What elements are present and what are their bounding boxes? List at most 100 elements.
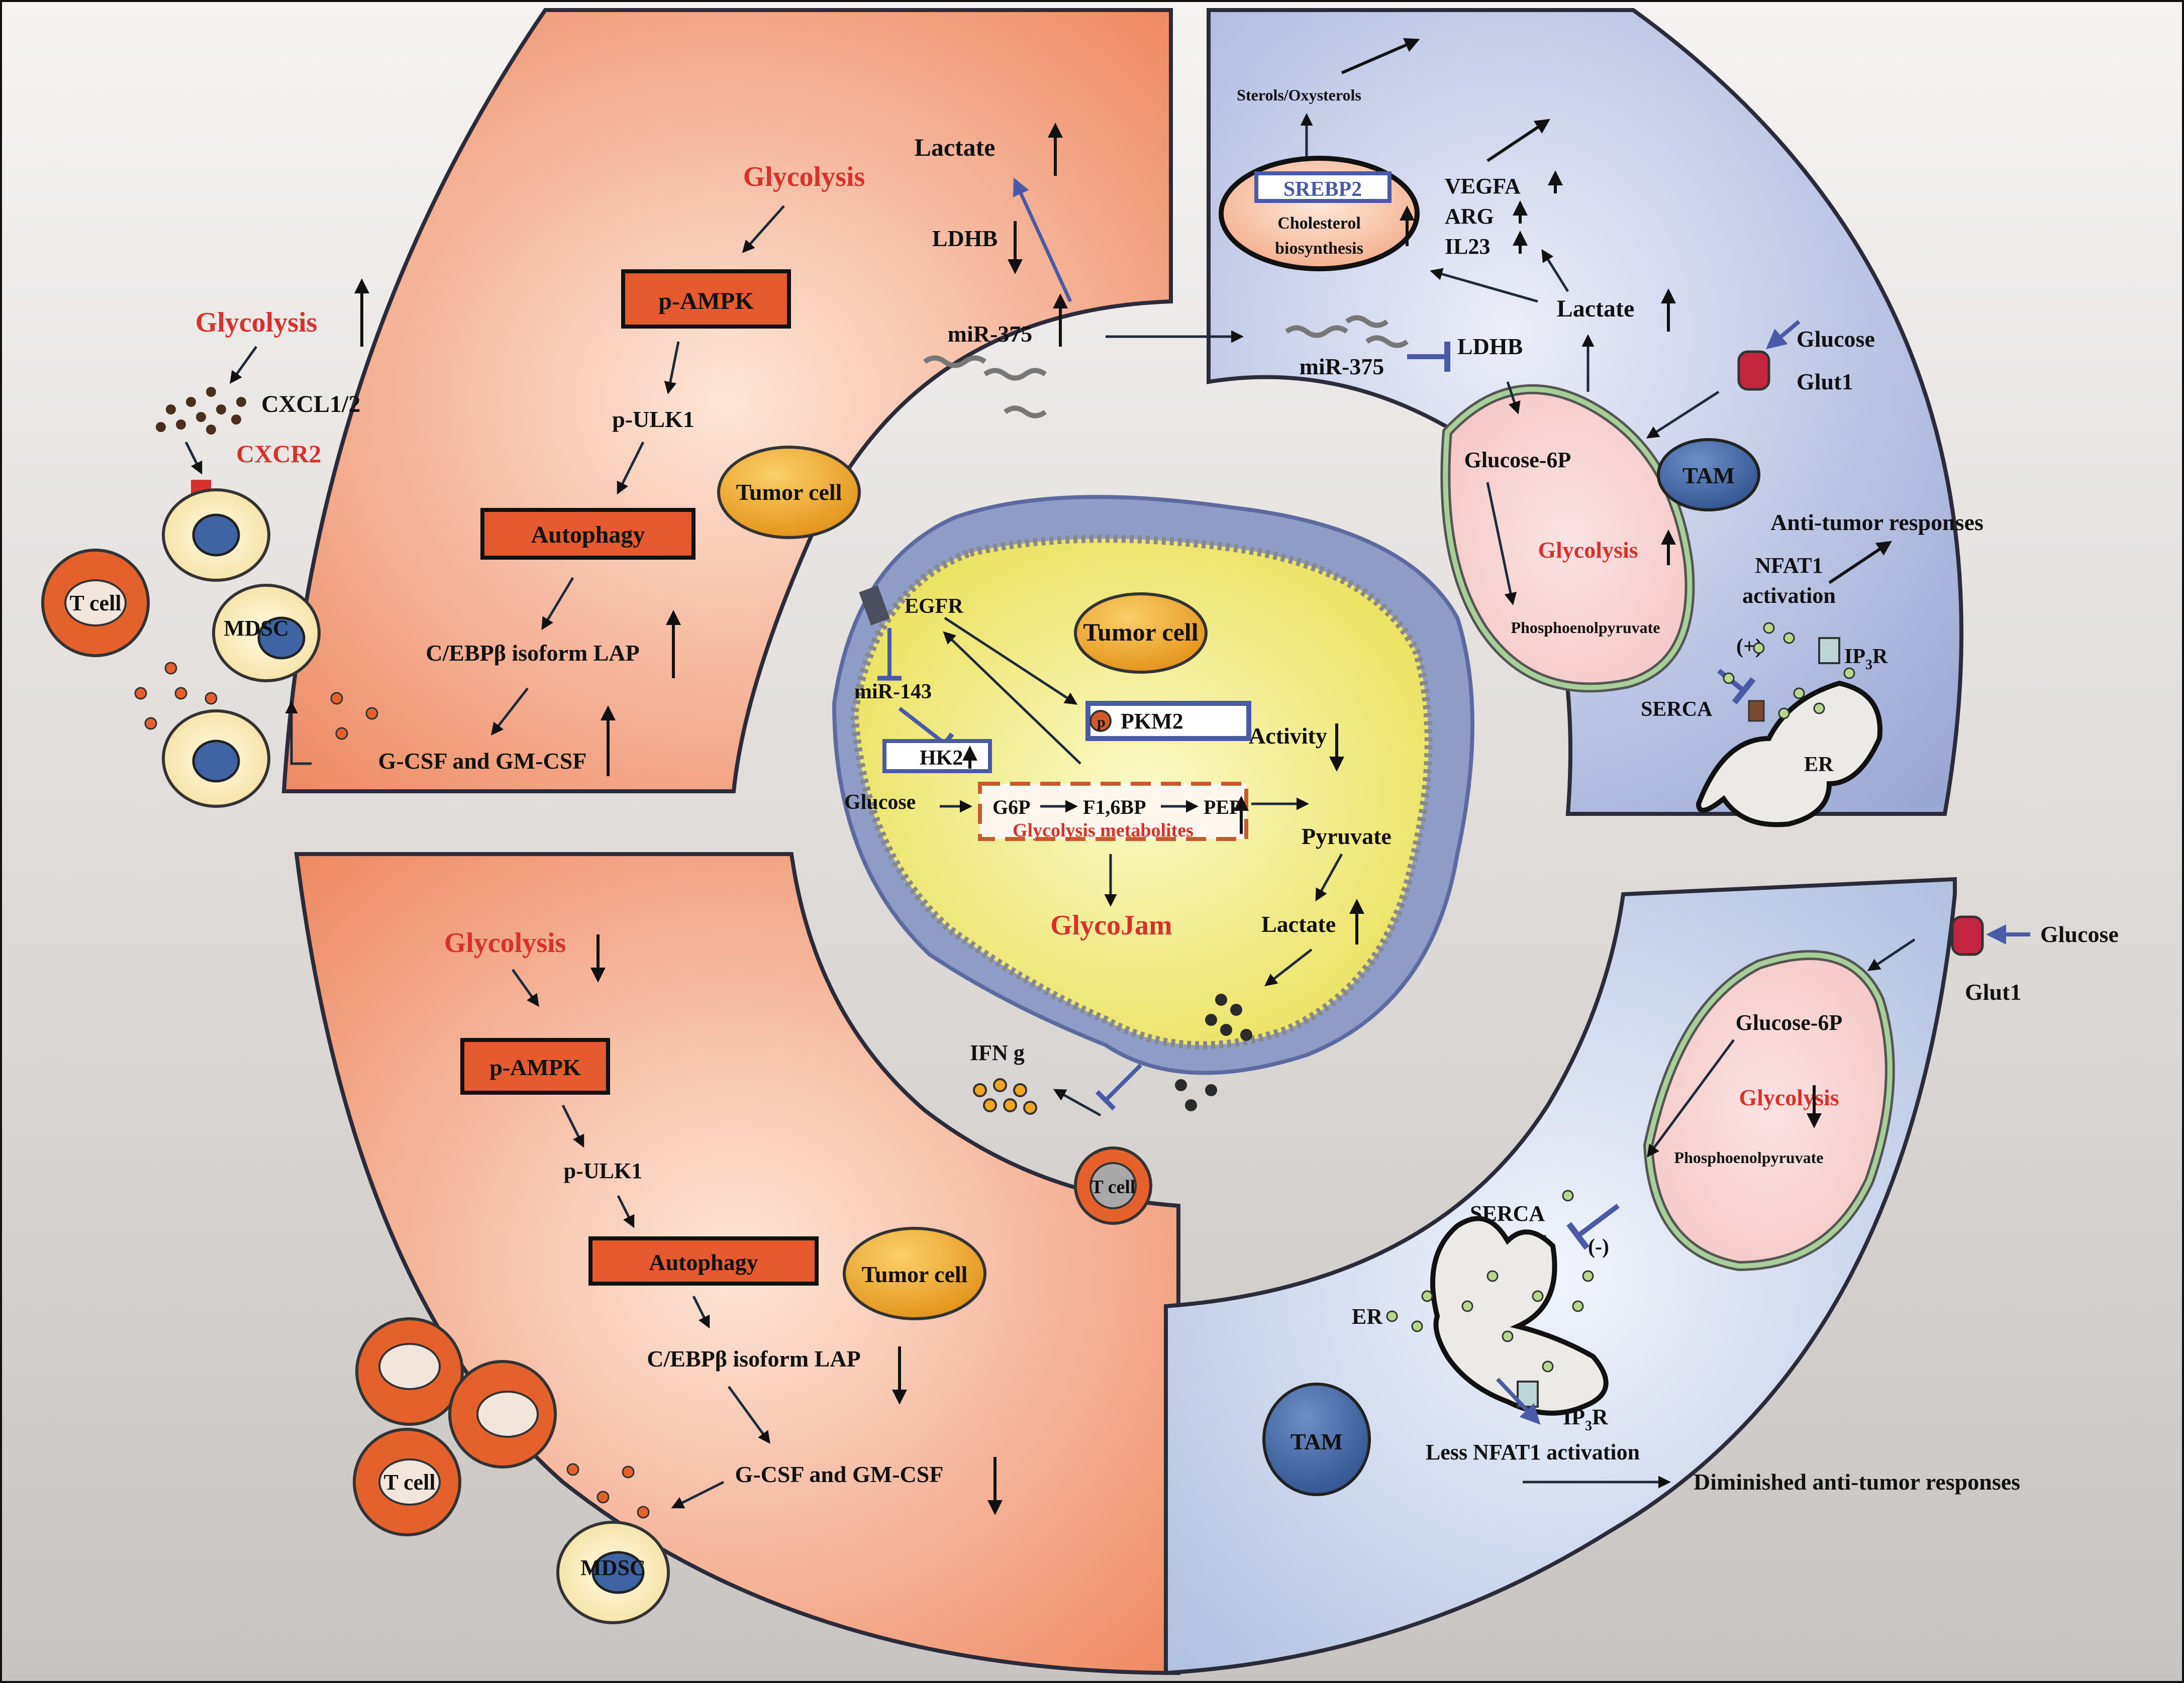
tr-er-label: ER	[1804, 753, 1834, 776]
egfr-to-pkm2-arrow	[944, 616, 1078, 705]
bl-t-cell-1-nucleus	[378, 1343, 441, 1390]
br-ip3r-arrow	[1496, 1378, 1541, 1425]
bl-autophagy-label: Autophagy	[649, 1249, 758, 1275]
tl-mir375-strands	[923, 355, 1047, 418]
tl-mir375-to-lactate	[1013, 177, 1072, 302]
bl-tumor-cell-label: Tumor cell	[862, 1261, 968, 1287]
br-calcium-dots	[1386, 1190, 1594, 1373]
tr-tam-cell	[1657, 438, 1760, 511]
bl-cebpb-label: C/EBPβ isoform LAP	[647, 1346, 860, 1372]
tl-p-ulk1-label: p-ULK1	[612, 406, 694, 432]
lactate-dots	[1175, 994, 1252, 1111]
tr-sterols-label: Sterols/Oxysterols	[1237, 86, 1361, 104]
f16bp-label: F1,6BP	[1083, 796, 1146, 818]
phospho-label: p	[1097, 714, 1106, 730]
tr-er-icon	[1696, 680, 1882, 827]
tl-p-ampk-box	[621, 269, 791, 329]
center-tumor-cell-nucleus	[1074, 592, 1208, 674]
tr-il23-label: IL23	[1445, 234, 1490, 259]
tr-ip3r-label: IP3R	[1844, 645, 1888, 673]
lo-glycolysis-label: Glycolysis	[195, 307, 318, 338]
tr-mir375-label: miR-375	[1300, 354, 1384, 379]
br-glucose-label: Glucose	[2040, 921, 2119, 947]
tr-ldhb-label: LDHB	[1457, 334, 1523, 359]
tr-srebp2-box	[1254, 171, 1392, 203]
pep-label: PEP	[1204, 796, 1242, 818]
bl-arrow-2	[561, 1104, 584, 1148]
tr-nfat1-label: NFAT1	[1755, 553, 1823, 578]
lo-mdsc-nucleus-2	[257, 616, 306, 660]
bl-tumor-cell	[843, 1227, 986, 1320]
ifn-label: IFN g	[970, 1040, 1025, 1065]
lo-cxcl-label: CXCL1/2	[261, 391, 360, 417]
pyruvate-label: Pyruvate	[1302, 823, 1392, 849]
activity-label: Activity	[1249, 723, 1327, 749]
egfr-label: EGFR	[905, 595, 963, 618]
pkm2-box	[1085, 701, 1251, 741]
tr-serca-label: SERCA	[1641, 698, 1713, 721]
lo-t-cell-label: T cell	[69, 591, 121, 615]
br-glucose6p-label: Glucose-6P	[1736, 1010, 1843, 1035]
br-mito-inner	[1645, 953, 1893, 1269]
lo-arrow-2	[184, 441, 203, 475]
br-ip3r-label: IP3R	[1563, 1405, 1609, 1434]
bl-mdsc-label: MDSC	[580, 1555, 646, 1580]
tl-arrow-3	[617, 441, 645, 495]
center-t-cell-label: T cell	[1090, 1177, 1135, 1198]
center-glucose-label: Glucose	[844, 791, 916, 814]
tr-serca-icon	[1748, 700, 1765, 722]
tr-anti-tumor-label: Anti-tumor responses	[1770, 509, 1983, 535]
tcell-to-ifn-arrow	[1053, 1089, 1102, 1117]
pkm2-label: PKM2	[1121, 709, 1183, 733]
br-diminished-label: Diminished anti-tumor responses	[1694, 1469, 2020, 1495]
tr-glut1-label: Glut1	[1797, 369, 1853, 394]
egfr-receptor-icon	[859, 585, 890, 625]
tr-mir375-strands	[1285, 315, 1409, 348]
phospho-icon	[1089, 710, 1112, 732]
tr-biosynthesis-label: biosynthesis	[1275, 239, 1363, 258]
br-glycolysis-label: Glycolysis	[1739, 1085, 1839, 1110]
glycolysis-metabolites-label: Glycolysis metabolites	[1013, 820, 1194, 841]
br-tam-label: TAM	[1290, 1429, 1343, 1454]
tr-ip3r-icon	[1818, 637, 1840, 664]
tl-gcsf-label: G-CSF and GM-CSF	[378, 748, 587, 774]
tr-vegfa-out-arrow	[1486, 119, 1550, 162]
tr-glucose-label: Glucose	[1797, 326, 1875, 352]
tl-p-ampk-label: p-AMPK	[658, 288, 753, 314]
tr-g6p-to-pep	[1486, 482, 1517, 605]
center-t-cell-nucleus	[1089, 1162, 1137, 1209]
mir143-inhibits-hk2	[898, 706, 954, 755]
tr-anti-tumor-arrow	[1828, 541, 1892, 584]
bl-arrow-5	[727, 1386, 770, 1444]
bl-arrow-4	[692, 1295, 710, 1329]
tr-ldhb-to-mito	[1506, 381, 1521, 414]
tr-mito-inner	[1443, 386, 1693, 690]
center-lactate-label: Lactate	[1261, 911, 1336, 937]
bl-arrow-1	[511, 969, 539, 1007]
br-glut1-label: Glut1	[1965, 979, 2021, 1005]
tl-arrow-4	[541, 577, 574, 630]
br-glut1-to-mito	[1867, 938, 1916, 971]
tr-vegfa-label: VEGFA	[1445, 174, 1521, 198]
bl-t-cell-2-nucleus	[476, 1391, 539, 1438]
bl-arrow-3	[617, 1195, 635, 1228]
tr-pep-label: Phosphoenolpyruvate	[1511, 618, 1660, 637]
br-serca-inhibit	[1566, 1204, 1620, 1250]
bl-gcsf-label: G-CSF and GM-CSF	[735, 1461, 944, 1487]
br-glut1-icon	[1951, 915, 1984, 956]
tl-arrow-1	[742, 205, 785, 253]
tr-cholesterol-label: Cholesterol	[1277, 214, 1361, 233]
tr-lactate-to-srebp	[1430, 268, 1538, 303]
lactate-inhibits-tcell	[1095, 1064, 1142, 1111]
br-er-icon	[1430, 1216, 1609, 1416]
bl-t-cell-3-nucleus	[378, 1458, 441, 1506]
pyruvate-to-lactate	[1315, 853, 1343, 902]
tl-autophagy-label: Autophagy	[531, 521, 645, 548]
top-left-panel	[281, 8, 1173, 793]
lactate-secretion-arrow	[1264, 949, 1313, 987]
tr-activation-label: activation	[1742, 583, 1836, 608]
lo-mdsc-label: MDSC	[224, 616, 289, 641]
br-er-label: ER	[1352, 1304, 1383, 1329]
tr-glut1-to-mito	[1646, 390, 1720, 439]
